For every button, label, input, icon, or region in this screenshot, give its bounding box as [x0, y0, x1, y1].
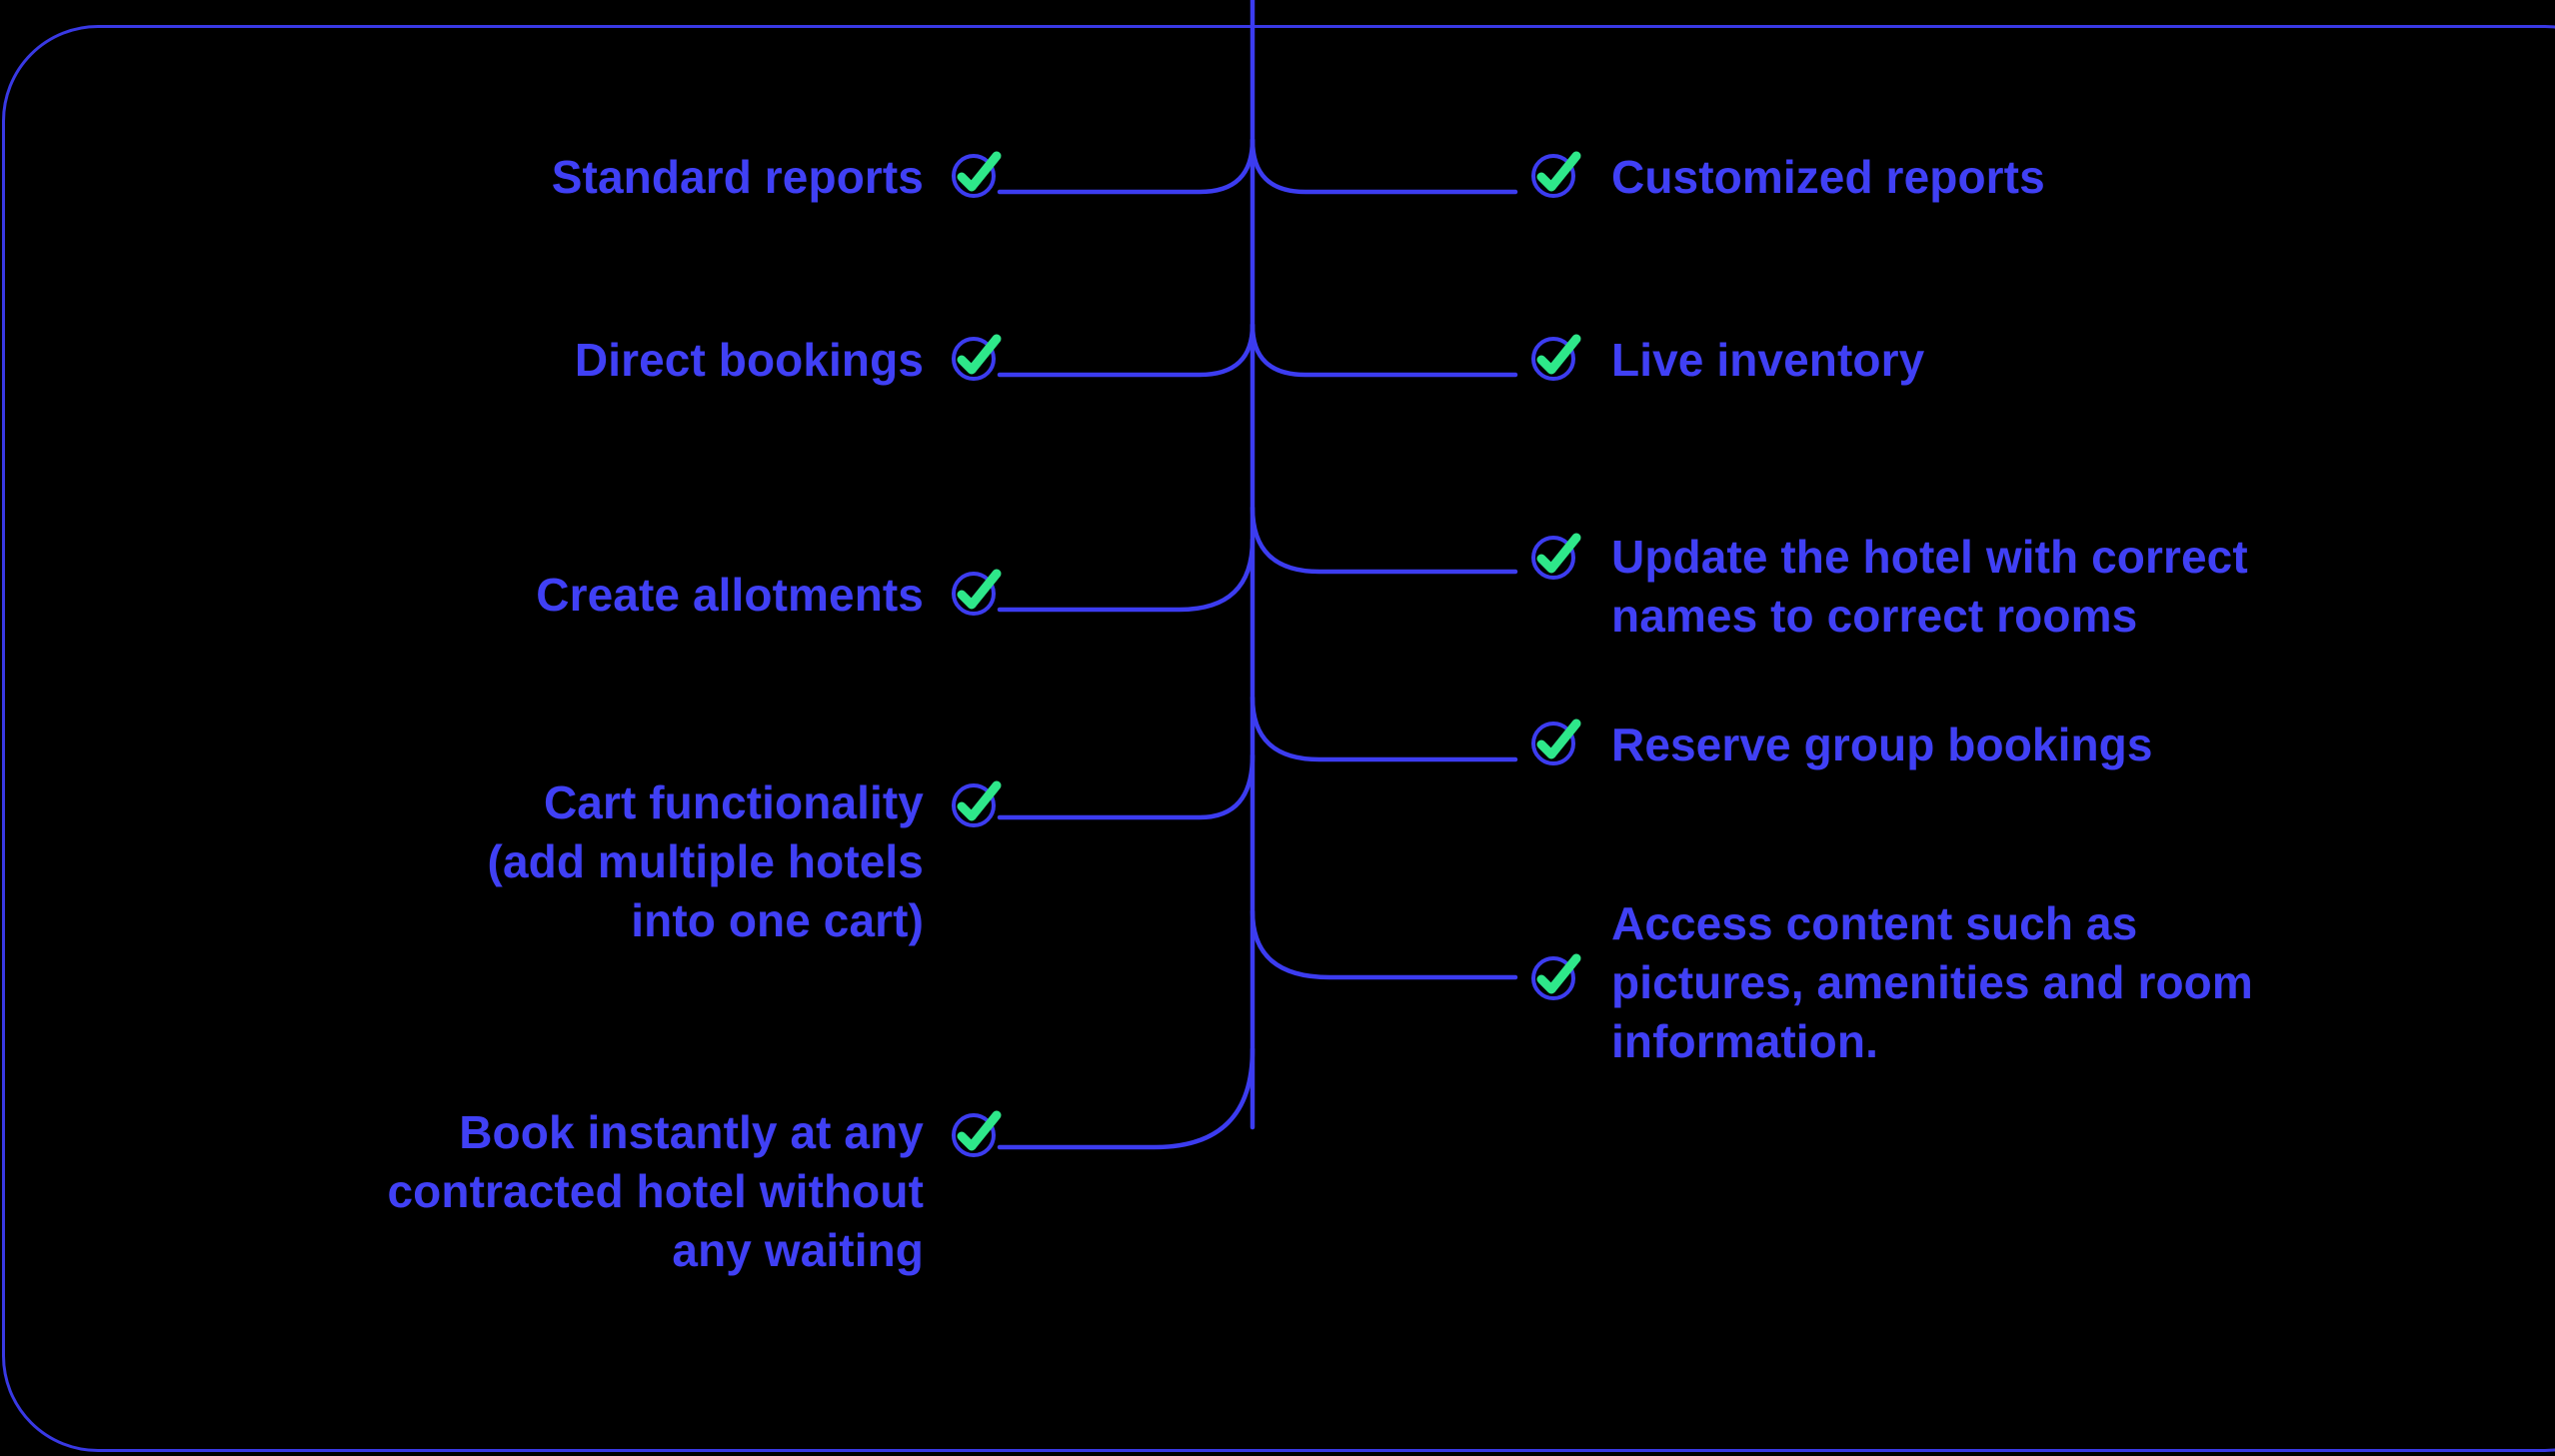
feature-row-live-inventory[interactable]: Live inventory — [1531, 331, 1925, 390]
check-circle-icon — [952, 1110, 1002, 1159]
check-circle-icon — [1531, 334, 1581, 383]
feature-row-customized-reports[interactable]: Customized reports — [1531, 148, 2045, 207]
feature-label: Access content such as pictures, ameniti… — [1611, 897, 2253, 1067]
feature-label: Update the hotel with correct names to c… — [1611, 531, 2248, 642]
feature-label: Standard reports — [551, 151, 924, 203]
wire-right-access-content — [1250, 908, 1518, 980]
feature-label: Book instantly at any contracted hotel w… — [387, 1106, 924, 1276]
feature-row-update-hotel[interactable]: Update the hotel with correct names to c… — [1531, 528, 2248, 646]
feature-row-reserve-group-bookings[interactable]: Reserve group bookings — [1531, 716, 2153, 774]
wire-right-live-inventory — [1250, 322, 1518, 378]
feature-label: Customized reports — [1611, 151, 2045, 203]
check-circle-icon — [1531, 719, 1581, 767]
wire-left-create-allotments — [997, 537, 1256, 613]
wire-left-direct-bookings — [997, 322, 1256, 378]
wire-right-customized-reports — [1250, 137, 1518, 195]
feature-label: Direct bookings — [574, 334, 924, 386]
check-circle-icon — [1531, 533, 1581, 582]
feature-row-standard-reports[interactable]: Standard reports — [551, 148, 1002, 207]
feature-row-access-content[interactable]: Access content such as pictures, ameniti… — [1531, 894, 2253, 1071]
feature-row-cart-functionality[interactable]: Cart functionality (add multiple hotels … — [487, 773, 1002, 950]
check-circle-icon — [1531, 953, 1581, 1002]
feature-label: Live inventory — [1611, 334, 1925, 386]
wire-left-standard-reports — [997, 137, 1256, 195]
wire-right-update-hotel — [1250, 505, 1518, 575]
feature-label: Cart functionality (add multiple hotels … — [487, 776, 924, 946]
wire-right-reserve-group — [1250, 695, 1518, 762]
check-circle-icon — [952, 151, 1002, 200]
feature-label: Reserve group bookings — [1611, 719, 2153, 770]
feature-row-create-allotments[interactable]: Create allotments — [536, 566, 1002, 625]
feature-label: Create allotments — [536, 569, 924, 621]
wire-left-cart-functionality — [997, 752, 1256, 820]
feature-row-book-instantly[interactable]: Book instantly at any contracted hotel w… — [387, 1103, 1002, 1280]
check-circle-icon — [952, 334, 1002, 383]
wire-left-book-instantly — [997, 1046, 1256, 1150]
check-circle-icon — [952, 569, 1002, 618]
check-circle-icon — [1531, 151, 1581, 200]
feature-row-direct-bookings[interactable]: Direct bookings — [574, 331, 1002, 390]
check-circle-icon — [952, 780, 1002, 829]
